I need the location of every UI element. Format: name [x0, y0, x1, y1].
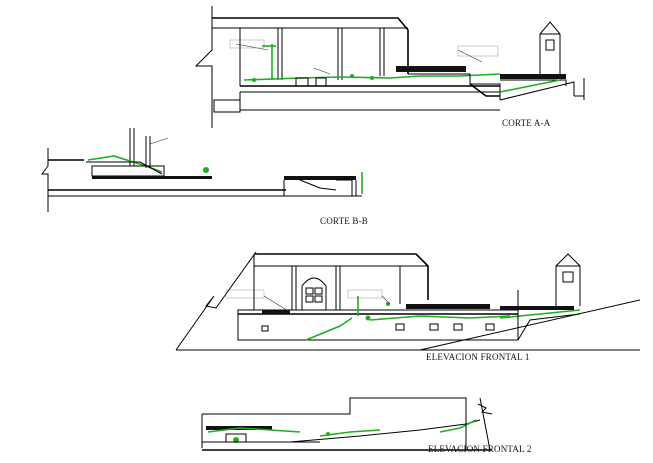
corte-aa-title: CORTE A-A [502, 118, 551, 128]
elevacion-frontal-2-drawing [201, 397, 493, 451]
elevacion-frontal-1-drawing [175, 251, 641, 351]
corte-bb-title: CORTE B-B [320, 216, 369, 226]
corte-bb-drawing [41, 128, 363, 212]
elevacion-frontal-2-title: ELEVACION FRONTAL 2 [428, 444, 532, 454]
corte-aa-drawing [194, 6, 585, 128]
elevacion-frontal-1-title: ELEVACION FRONTAL 1 [426, 352, 530, 362]
